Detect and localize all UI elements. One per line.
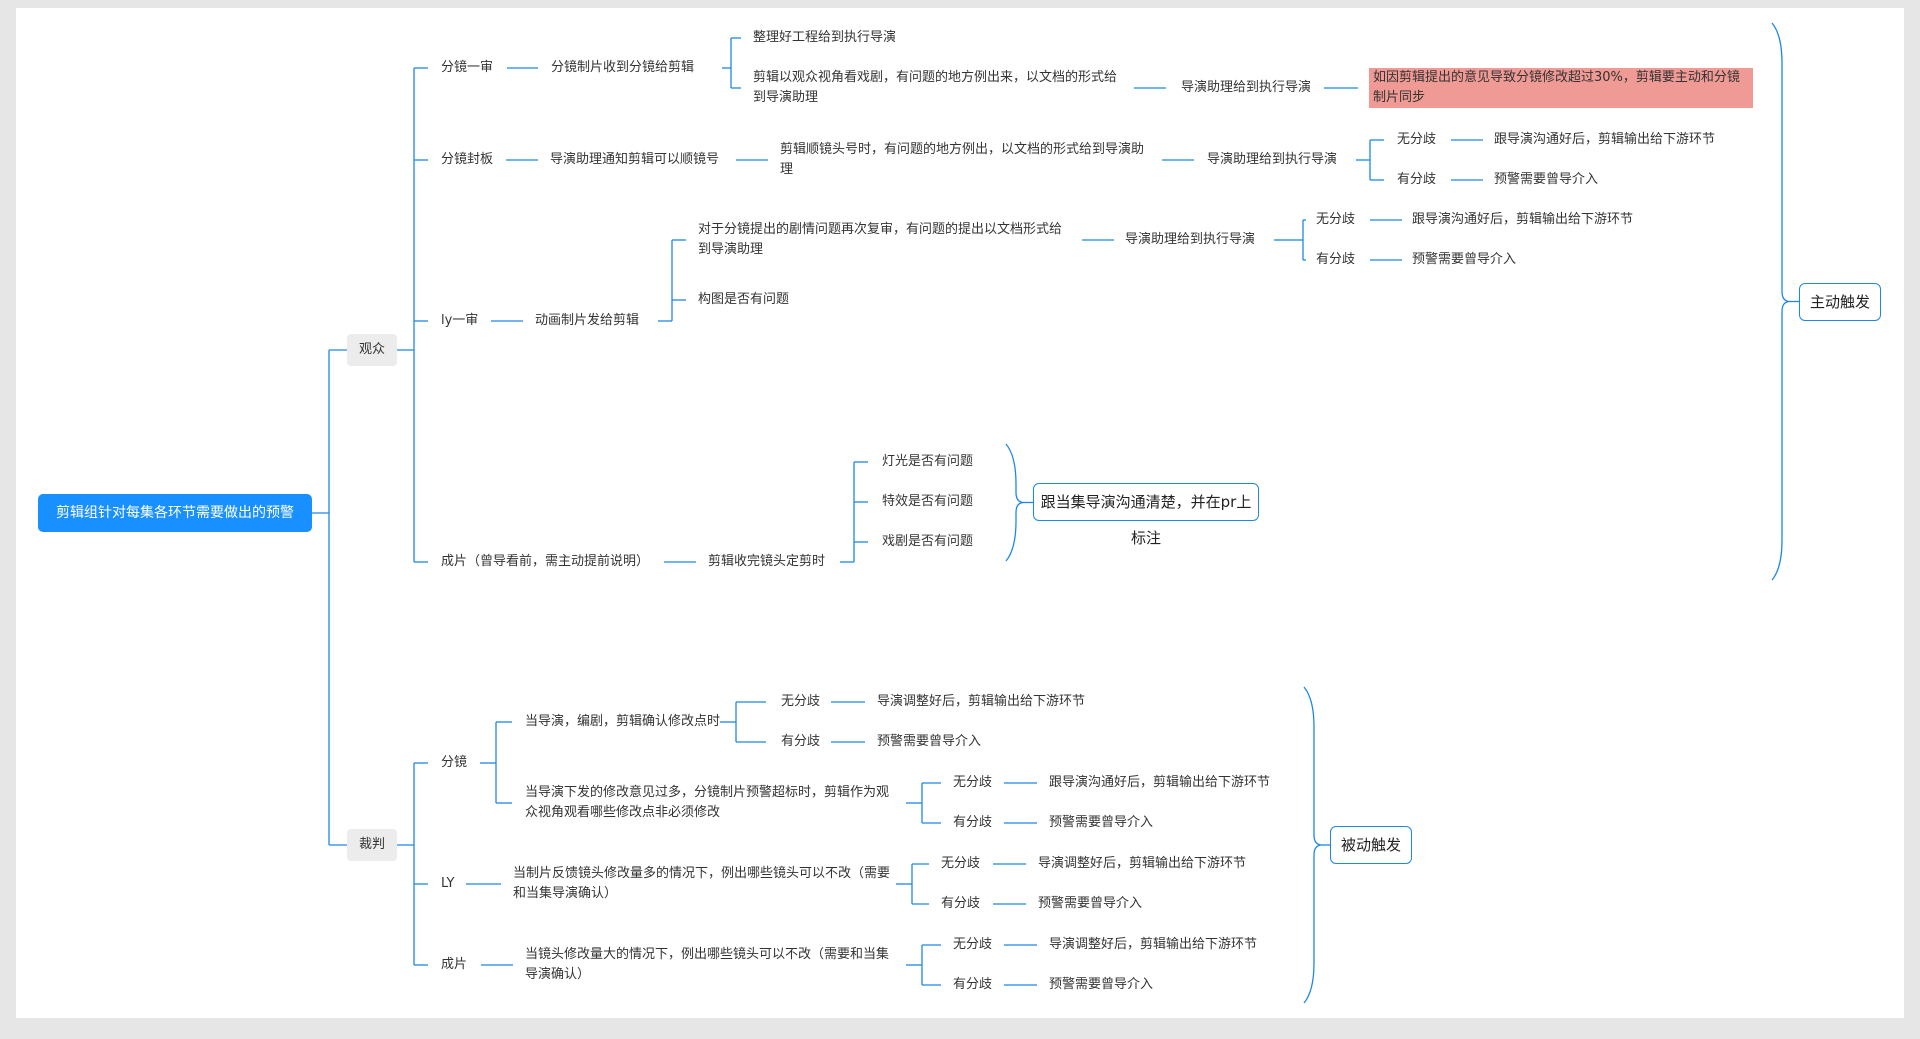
node-assistant-to-director[interactable]: 导演助理给到执行导演 — [1181, 80, 1312, 95]
group-audience[interactable]: 观众 — [347, 334, 397, 366]
branch-judge-storyboard[interactable]: 分镜 — [441, 755, 468, 770]
node-div-action-3[interactable]: 预警需要曾导介入 — [1412, 252, 1517, 267]
node-large-changes[interactable]: 当镜头修改量大的情况下，例出哪些镜头可以不改（需要和当集导演确认） — [525, 947, 890, 982]
node-effects-check[interactable]: 特效是否有问题 — [882, 494, 974, 509]
node-judge-div-action-1[interactable]: 预警需要曾导介入 — [877, 734, 982, 749]
node-judge-no-div-3[interactable]: 无分歧 — [941, 856, 981, 871]
node-organize-project[interactable]: 整理好工程给到执行导演 — [753, 30, 897, 45]
node-no-div-action-3[interactable]: 跟导演沟通好后，剪辑输出给下游环节 — [1412, 212, 1634, 227]
node-shot-numbering[interactable]: 剪辑顺镜头号时，有问题的地方例出，以文档的形式给到导演助理 — [780, 142, 1145, 177]
connector-lines — [312, 22, 1799, 1004]
branch-final-cut[interactable]: 成片（曾导看前，需主动提前说明） — [441, 554, 650, 569]
node-final-edit[interactable]: 剪辑收完镜头定剪时 — [708, 554, 826, 569]
group-judge[interactable]: 裁判 — [347, 829, 397, 861]
node-judge-div-3[interactable]: 有分歧 — [941, 896, 981, 911]
node-communicate-note[interactable]: 跟当集导演沟通清楚，并在pr上标注 — [1033, 483, 1259, 547]
mindmap-canvas[interactable]: 剪辑组针对每集各环节需要做出的预警 观众 裁判 主动触发 被动触发 分镜一审 分… — [16, 8, 1904, 1018]
branch-judge-final[interactable]: 成片 — [441, 957, 468, 972]
node-judge-no-div-4[interactable]: 无分歧 — [953, 937, 993, 952]
node-plot-rereview[interactable]: 对于分镜提出的剧情问题再次复审，有问题的提出以文档形式给到导演助理 — [698, 222, 1063, 257]
node-judge-no-div-action-3[interactable]: 导演调整好后，剪辑输出给下游环节 — [1038, 856, 1247, 871]
node-no-disagreement[interactable]: 无分歧 — [1397, 132, 1437, 147]
node-judge-no-div-2[interactable]: 无分歧 — [953, 775, 993, 790]
node-drama-check[interactable]: 戏剧是否有问题 — [882, 534, 974, 549]
branch-storyboard-lock[interactable]: 分镜封板 — [441, 152, 494, 167]
node-judge-no-div-1[interactable]: 无分歧 — [781, 694, 821, 709]
node-no-div-action[interactable]: 跟导演沟通好后，剪辑输出给下游环节 — [1494, 132, 1716, 147]
branch-judge-layout[interactable]: LY — [441, 876, 455, 891]
brace-final-cut — [1005, 443, 1025, 562]
brace-active — [1771, 22, 1791, 581]
node-judge-div-action-3[interactable]: 预警需要曾导介入 — [1038, 896, 1143, 911]
node-assistant-to-director-3[interactable]: 导演助理给到执行导演 — [1125, 232, 1256, 247]
node-animation-producer[interactable]: 动画制片发给剪辑 — [535, 313, 640, 328]
branch-layout-review1[interactable]: ly一审 — [441, 313, 479, 328]
node-too-many-changes[interactable]: 当导演下发的修改意见过多，分镜制片预警超标时，剪辑作为观众视角观看哪些修改点非必… — [525, 785, 890, 820]
node-assistant-notify[interactable]: 导演助理通知剪辑可以顺镜号 — [550, 152, 720, 167]
node-judge-div-action-2[interactable]: 预警需要曾导介入 — [1049, 815, 1154, 830]
branch-storyboard-review1[interactable]: 分镜一审 — [441, 60, 494, 75]
brace-passive — [1303, 686, 1323, 1004]
node-judge-div-4[interactable]: 有分歧 — [953, 977, 993, 992]
node-disagreement[interactable]: 有分歧 — [1397, 172, 1437, 187]
node-judge-no-div-action-2[interactable]: 跟导演沟通好后，剪辑输出给下游环节 — [1049, 775, 1271, 790]
node-judge-no-div-action-1[interactable]: 导演调整好后，剪辑输出给下游环节 — [877, 694, 1086, 709]
active-trigger-label[interactable]: 主动触发 — [1799, 283, 1881, 321]
node-judge-no-div-action-4[interactable]: 导演调整好后，剪辑输出给下游环节 — [1049, 937, 1258, 952]
node-warning-highlight[interactable]: 如因剪辑提出的意见导致分镜修改超过30%，剪辑要主动和分镜制片同步 — [1369, 68, 1753, 108]
node-composition-check[interactable]: 构图是否有问题 — [698, 292, 790, 307]
node-judge-div-1[interactable]: 有分歧 — [781, 734, 821, 749]
node-assistant-to-director-2[interactable]: 导演助理给到执行导演 — [1207, 152, 1338, 167]
node-judge-div-action-4[interactable]: 预警需要曾导介入 — [1049, 977, 1154, 992]
node-producer-feedback[interactable]: 当制片反馈镜头修改量多的情况下，例出哪些镜头可以不改（需要和当集导演确认） — [513, 866, 891, 901]
node-storyboard-producer[interactable]: 分镜制片收到分镜给剪辑 — [551, 60, 695, 75]
node-editor-review-drama[interactable]: 剪辑以观众视角看戏剧，有问题的地方例出来，以文档的形式给到导演助理 — [753, 70, 1118, 105]
root-node[interactable]: 剪辑组针对每集各环节需要做出的预警 — [38, 494, 312, 532]
node-judge-div-2[interactable]: 有分歧 — [953, 815, 993, 830]
node-div-action[interactable]: 预警需要曾导介入 — [1494, 172, 1599, 187]
node-lighting-check[interactable]: 灯光是否有问题 — [882, 454, 974, 469]
node-no-disagreement-3[interactable]: 无分歧 — [1316, 212, 1356, 227]
node-confirm-changes[interactable]: 当导演，编剧，剪辑确认修改点时 — [525, 714, 721, 729]
node-disagreement-3[interactable]: 有分歧 — [1316, 252, 1356, 267]
passive-trigger-label[interactable]: 被动触发 — [1330, 826, 1412, 864]
